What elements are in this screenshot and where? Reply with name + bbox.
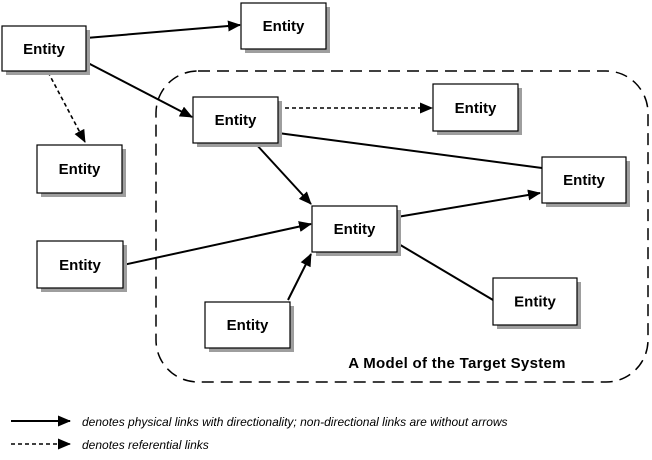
entity-box-top-left-outside: Entity bbox=[1, 25, 90, 75]
box-border bbox=[492, 277, 578, 326]
entity-box-inner-top-left: Entity bbox=[192, 96, 282, 147]
entity-label: Entity bbox=[263, 18, 305, 35]
entity-box-inner-center: Entity bbox=[311, 205, 401, 256]
entity-label: Entity bbox=[23, 41, 65, 58]
box-border bbox=[311, 205, 398, 253]
box-border bbox=[240, 2, 327, 50]
entity-label: Entity bbox=[563, 172, 605, 189]
link-nondirectional-center-to-innerbottomright bbox=[396, 242, 494, 301]
entity-label: Entity bbox=[227, 317, 269, 334]
entity-box-inner-bottom-left: Entity bbox=[204, 301, 294, 352]
link-physical-innerbottomleft-to-center bbox=[287, 253, 312, 301]
entity-label: Entity bbox=[59, 161, 101, 178]
legend: denotes physical links with directionali… bbox=[11, 415, 508, 452]
link-referential-topleft-to-leftupper bbox=[47, 71, 86, 143]
legend-referential-label: denotes referential links bbox=[82, 438, 209, 452]
entity-label: Entity bbox=[59, 257, 101, 274]
link-physical-center-to-innerright bbox=[396, 189, 541, 218]
entity-label: Entity bbox=[514, 294, 556, 311]
entity-box-top-right-outside: Entity bbox=[240, 2, 330, 53]
box-border bbox=[36, 240, 124, 289]
link-physical-innertopleft-to-center bbox=[254, 142, 312, 205]
entity-box-left-lower-outside: Entity bbox=[36, 240, 127, 292]
link-physical-topleft-to-innertopleft bbox=[85, 61, 193, 118]
region-title: A Model of the Target System bbox=[348, 355, 566, 372]
legend-physical-label: denotes physical links with directionali… bbox=[82, 415, 508, 429]
entity-box-left-upper-outside: Entity bbox=[36, 144, 126, 197]
entity-label: Entity bbox=[455, 100, 497, 117]
entity-box-inner-top-right: Entity bbox=[432, 83, 522, 135]
entity-label: Entity bbox=[215, 112, 257, 129]
box-border bbox=[36, 144, 123, 194]
link-physical-leftlower-to-center bbox=[122, 221, 312, 266]
link-nondirectional-innertopleft-to-innerright bbox=[277, 132, 543, 169]
box-border bbox=[541, 156, 627, 204]
box-border bbox=[432, 83, 519, 132]
entity-box-inner-right: Entity bbox=[541, 156, 630, 207]
link-physical-topleft-to-topright bbox=[85, 20, 241, 39]
entity-box-inner-bottom-right: Entity bbox=[492, 277, 581, 329]
box-border bbox=[204, 301, 291, 349]
entity-label: Entity bbox=[334, 221, 376, 238]
box-border bbox=[192, 96, 279, 144]
target-system-region bbox=[155, 70, 649, 383]
box-border bbox=[1, 25, 87, 72]
